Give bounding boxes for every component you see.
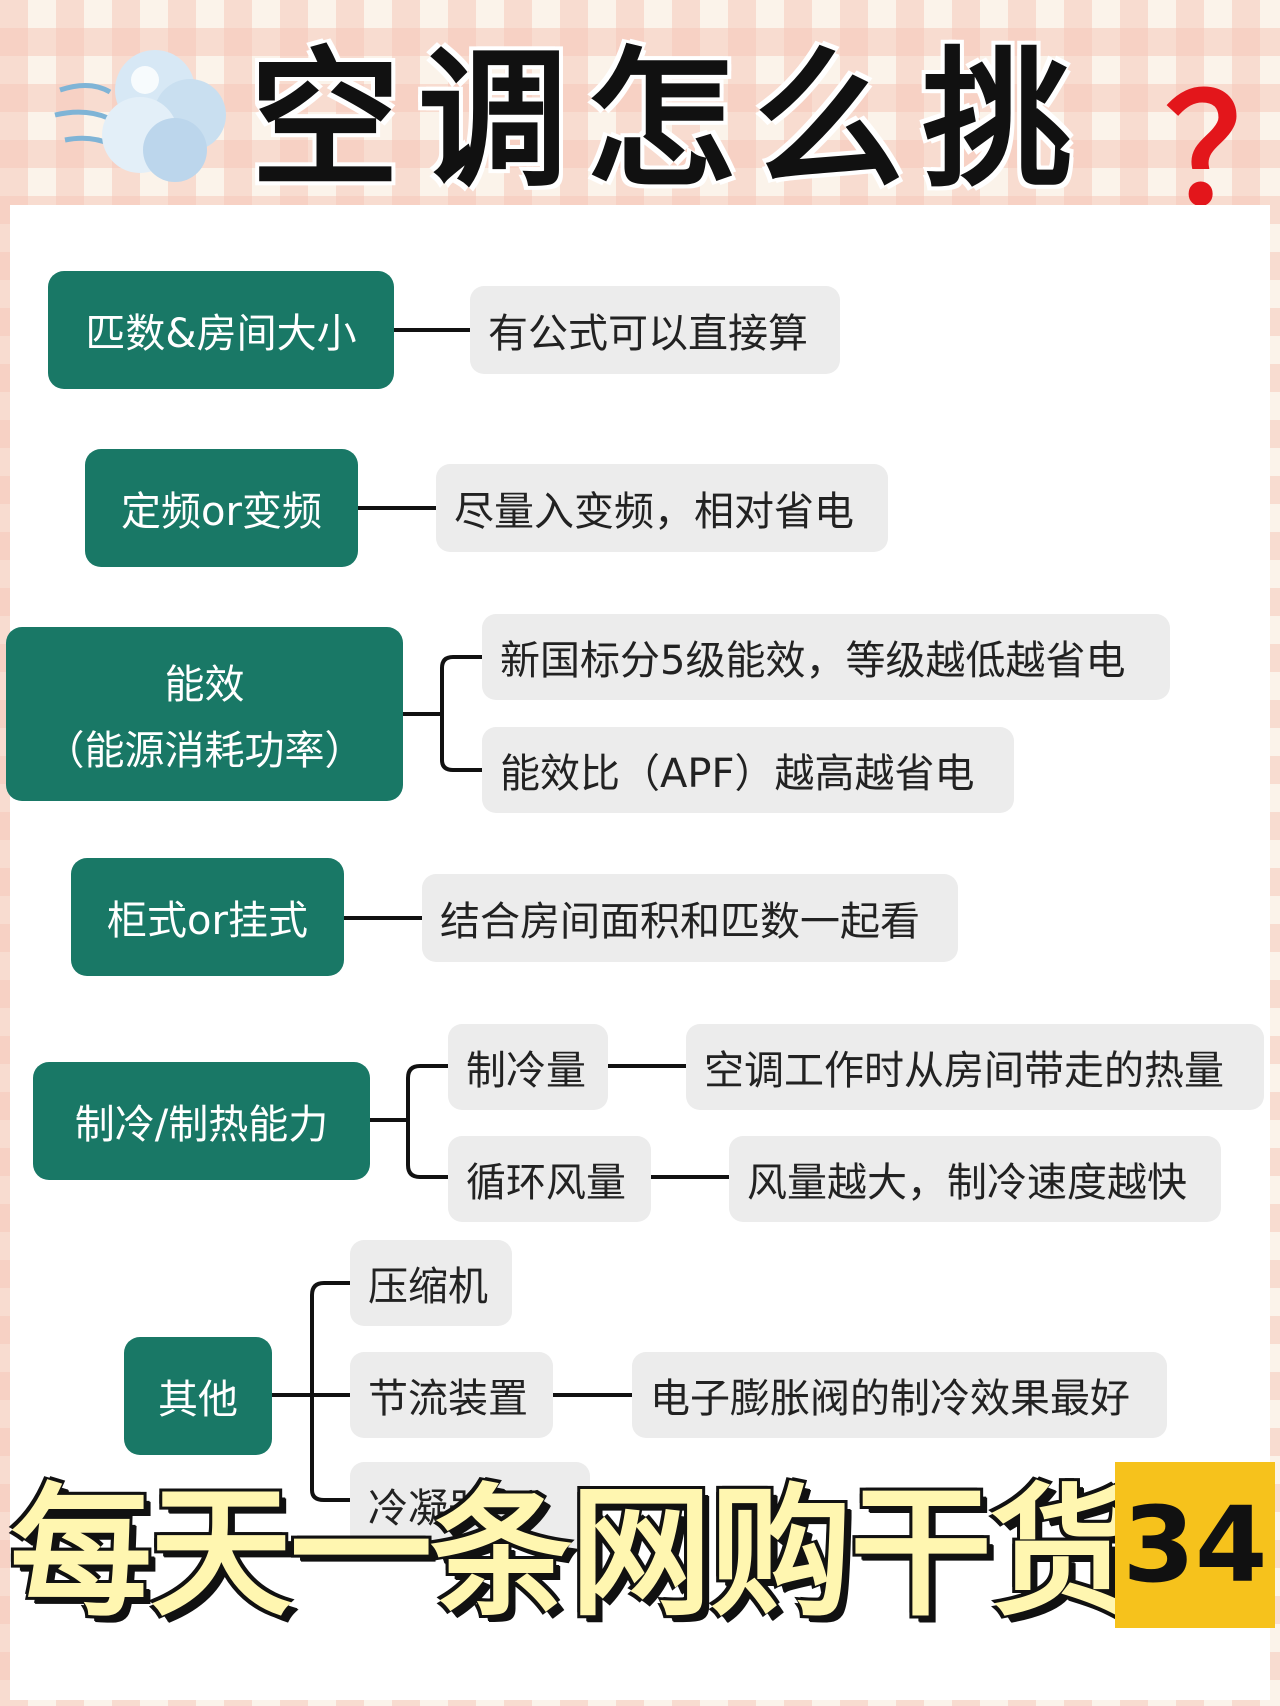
node-cabinet-or-wall: 柜式or挂式 <box>71 858 344 976</box>
daily-tips-banner: 每天一条网购干货 <box>10 1471 1132 1636</box>
leaf-room-area: 结合房间面积和匹数一起看 <box>422 874 958 962</box>
node-cooling-heating-capacity: 制冷/制热能力 <box>33 1062 370 1180</box>
node-horsepower-room-size: 匹数&房间大小 <box>48 271 394 389</box>
leaf-inverter-saves-power: 尽量入变频，相对省电 <box>436 464 888 552</box>
leaf-formula: 有公式可以直接算 <box>470 286 840 374</box>
page-title: 空调怎么挑 <box>250 33 1091 208</box>
leaf-condenser: 冷凝器 <box>350 1462 590 1548</box>
node-fixed-or-inverter: 定频or变频 <box>85 449 358 567</box>
leaf-compressor: 压缩机 <box>350 1240 512 1326</box>
node-energy-efficiency: 能效 （能源消耗功率） <box>6 627 403 801</box>
episode-number-badge: 34 <box>1115 1462 1275 1628</box>
leaf-five-level-standard: 新国标分5级能效，等级越低越省电 <box>482 614 1170 700</box>
wind-cloud-icon <box>54 50 226 182</box>
leaf-heat-removed: 空调工作时从房间带走的热量 <box>686 1024 1264 1110</box>
leaf-cooling-capacity: 制冷量 <box>448 1024 608 1110</box>
leaf-air-circulation: 循环风量 <box>448 1136 651 1222</box>
leaf-apf: 能效比（APF）越高越省电 <box>482 727 1014 813</box>
node-energy-efficiency-line1: 能效 <box>164 662 245 708</box>
node-energy-efficiency-line2: （能源消耗功率） <box>44 728 365 774</box>
leaf-throttle-device: 节流装置 <box>350 1352 553 1438</box>
leaf-electronic-expansion-valve: 电子膨胀阀的制冷效果最好 <box>632 1352 1167 1438</box>
node-other: 其他 <box>124 1337 272 1455</box>
leaf-airflow-speed: 风量越大，制冷速度越快 <box>729 1136 1221 1222</box>
